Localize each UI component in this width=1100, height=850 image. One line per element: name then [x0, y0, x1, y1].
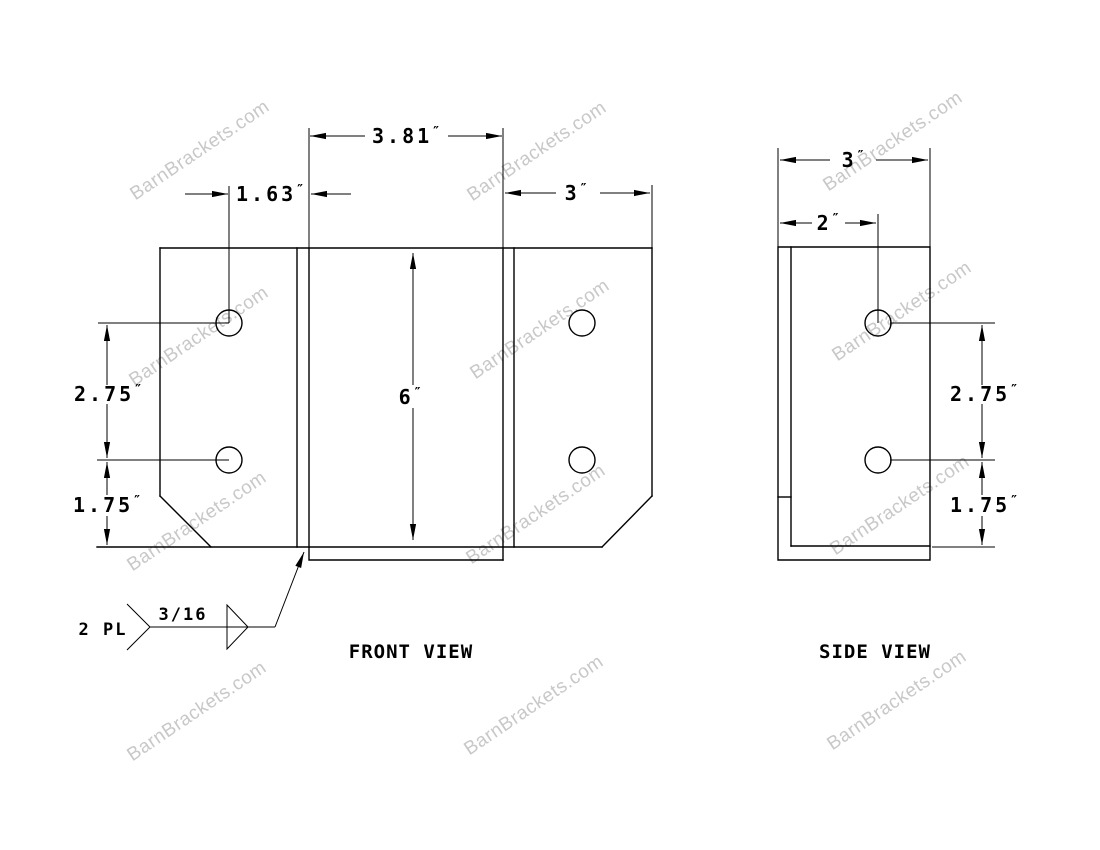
watermark-text: BarnBrackets.com: [462, 460, 609, 569]
side-hole-bottom: [864, 446, 892, 474]
dim-front-hole-bottom: 1.75″: [73, 462, 141, 545]
svg-text:2.75″: 2.75″: [74, 382, 142, 406]
weld-tail: [126, 603, 151, 651]
svg-text:6″: 6″: [399, 385, 422, 409]
watermark-text: BarnBrackets.com: [460, 651, 607, 760]
front-right-hole-top: [568, 309, 596, 337]
watermark-text: BarnBrackets.com: [466, 275, 613, 384]
side-outline: [777, 246, 931, 561]
watermark-text: BarnBrackets.com: [463, 97, 610, 206]
watermark-text: BarnBrackets.com: [123, 467, 270, 576]
watermark-text: BarnBrackets.com: [828, 257, 975, 366]
weld-size: 3/16: [159, 605, 208, 625]
dim-front-hole-offset: 1.63″: [185, 182, 351, 206]
watermark-text: BarnBrackets.com: [819, 87, 966, 196]
weld-fillet-triangle: [226, 603, 249, 651]
weld-note: 2 PL: [79, 620, 128, 640]
front-view-label: FRONT VIEW: [349, 641, 473, 663]
watermark-text: BarnBrackets.com: [125, 282, 272, 391]
side-view-label: SIDE VIEW: [819, 641, 931, 663]
dim-side-hole-bottom: 1.75″: [950, 462, 1018, 545]
front-right-chamfer: [601, 495, 653, 548]
dim-side-width: 3″: [780, 148, 928, 172]
svg-text:2.75″: 2.75″: [950, 382, 1018, 406]
front-left-chamfer: [159, 495, 212, 548]
dim-side-hole-spacing: 2.75″: [950, 325, 1018, 458]
front-view-dimensions: 3.81″ 1.63″ 3″ 6″ 2.75″ 1.: [73, 124, 653, 663]
front-right-plate: [513, 247, 653, 548]
svg-text:2″: 2″: [817, 211, 840, 235]
svg-text:1.75″: 1.75″: [950, 493, 1018, 517]
front-right-hole-bottom: [568, 446, 596, 474]
front-channel: [308, 128, 504, 561]
svg-text:3″: 3″: [842, 148, 865, 172]
svg-text:3″: 3″: [565, 181, 588, 205]
front-view: [96, 128, 653, 561]
dim-front-right-width: 3″: [505, 181, 650, 205]
dim-side-hole-inset: 2″: [780, 211, 876, 235]
svg-text:1.63″: 1.63″: [236, 182, 304, 206]
svg-text:3.81″: 3.81″: [372, 124, 440, 148]
side-view-dimensions: 3″ 2″ 2.75″ 1.75″ SIDE VIEW: [780, 148, 1018, 663]
weld-leader-arrow: [274, 551, 305, 628]
front-bottom-lip: [308, 546, 504, 561]
svg-text:1.75″: 1.75″: [73, 493, 141, 517]
weld-symbol: 3/16 2 PL: [79, 551, 305, 651]
dim-front-top-width: 3.81″: [310, 124, 502, 148]
dim-front-height: 6″: [399, 253, 422, 540]
dim-front-hole-spacing: 2.75″: [74, 325, 142, 458]
watermark-text: BarnBrackets.com: [123, 657, 270, 766]
